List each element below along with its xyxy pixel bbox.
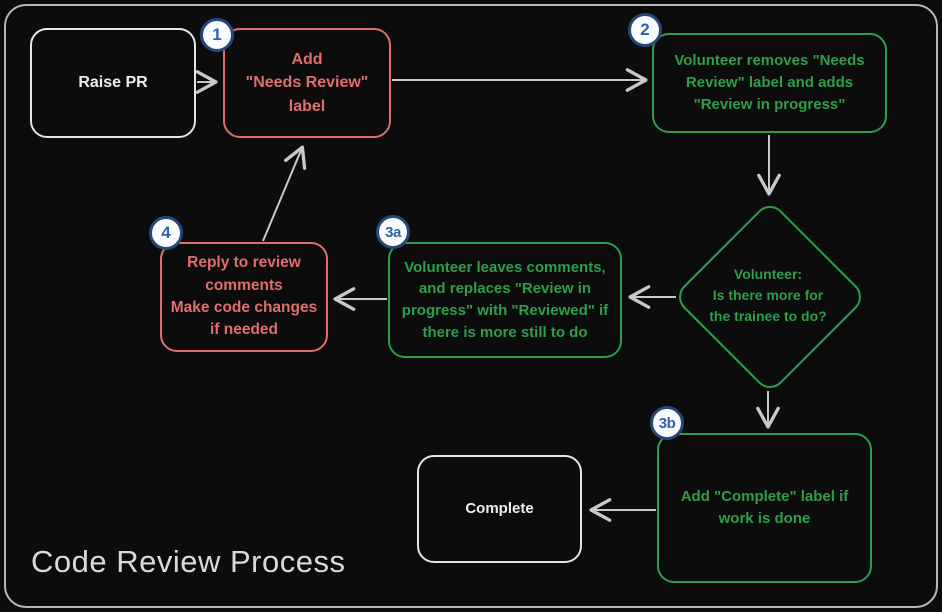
diagram-title: Code Review Process <box>31 544 346 579</box>
badge-step-1: 1 <box>200 18 234 52</box>
node-add-needs-review-label: Add "Needs Review" label <box>223 28 391 138</box>
node-raise-pr: Raise PR <box>30 28 196 138</box>
node-volunteer-leaves-comments: Volunteer leaves comments, and replaces … <box>388 242 622 358</box>
arrow-step4-to-step1 <box>262 145 307 242</box>
badge-step-3a: 3a <box>376 215 410 249</box>
node-complete: Complete <box>417 455 582 563</box>
badge-step-4: 4 <box>149 216 183 250</box>
badge-step-3b: 3b <box>650 406 684 440</box>
badge-step-2: 2 <box>628 13 662 47</box>
decision-diamond-label: Volunteer: Is there more for the trainee… <box>709 265 827 324</box>
node-volunteer-removes-label: Volunteer removes "Needs Review" label a… <box>652 33 887 133</box>
node-reply-to-review-comments: Reply to review comments Make code chang… <box>160 242 328 352</box>
node-add-complete-label: Add "Complete" label if work is done <box>657 433 872 583</box>
